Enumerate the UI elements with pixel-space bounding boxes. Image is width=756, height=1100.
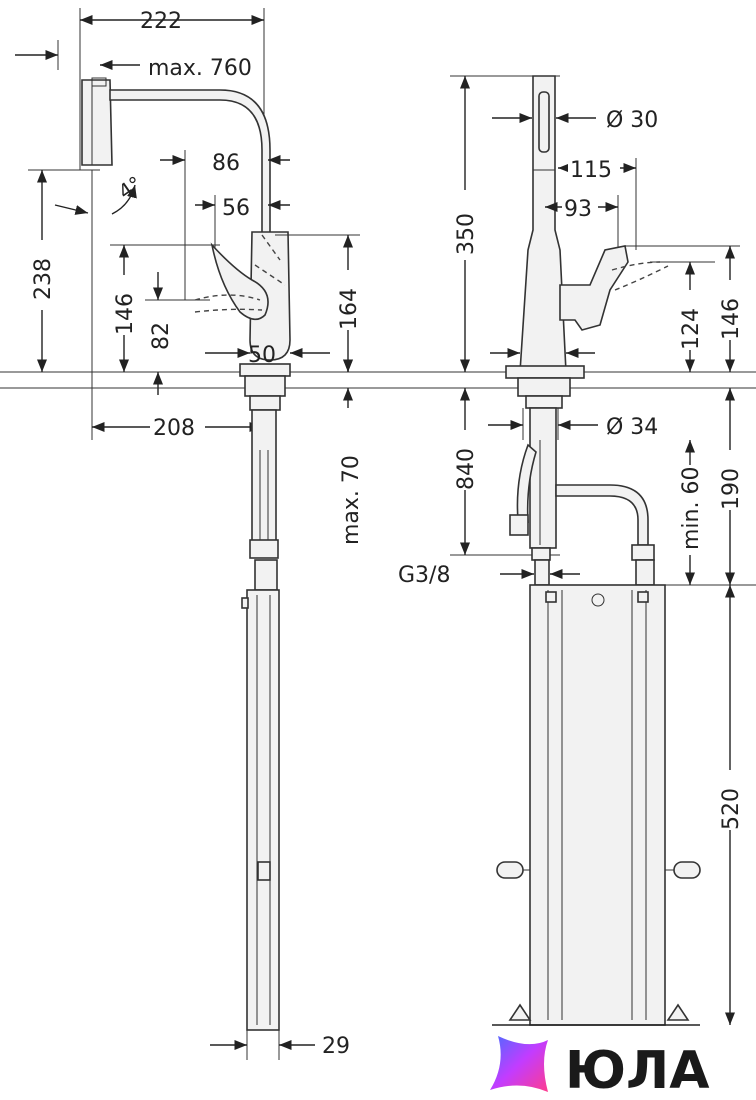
dim-840: 840 [454,448,479,490]
dim-56: 56 [222,196,250,221]
logo-text: ЮЛА [565,1041,709,1100]
faucet-body [249,231,291,361]
boiler-unit [529,584,666,1026]
dim-max-reach: max. 760 [148,56,252,81]
dim-146: 146 [113,293,138,335]
dim-29: 29 [322,1034,350,1059]
lever-handle [210,242,269,321]
dim-124: 124 [679,308,704,350]
front-lever [559,245,629,331]
dim-width-222: 222 [140,9,182,34]
side-view: 222 max. 760 86 4° 56 238 146 [0,8,380,1060]
dim-diameter-34: Ø 34 [606,415,658,440]
logo: ЮЛА [490,1036,709,1100]
star-gradient-icon [490,1036,548,1092]
dim-93: 93 [564,197,592,222]
dim-164: 164 [337,288,362,330]
dim-g38: G3/8 [398,563,450,588]
dim-238: 238 [31,258,56,300]
dim-82: 82 [149,322,174,350]
front-view: 350 Ø 30 115 93 146 124 [380,75,756,1026]
spray-head [81,79,113,166]
dim-max-70: max. 70 [339,455,364,545]
dim-115: 115 [570,158,612,183]
dim-min-60: min. 60 [679,467,704,550]
dim-86: 86 [212,151,240,176]
dim-520: 520 [719,788,744,830]
dim-angle: 4° [114,171,146,204]
dim-208: 208 [153,416,195,441]
dim-diameter-30: Ø 30 [606,108,658,133]
dim-350: 350 [454,213,479,255]
dim-front-146: 146 [719,298,744,340]
dim-190: 190 [719,468,744,510]
